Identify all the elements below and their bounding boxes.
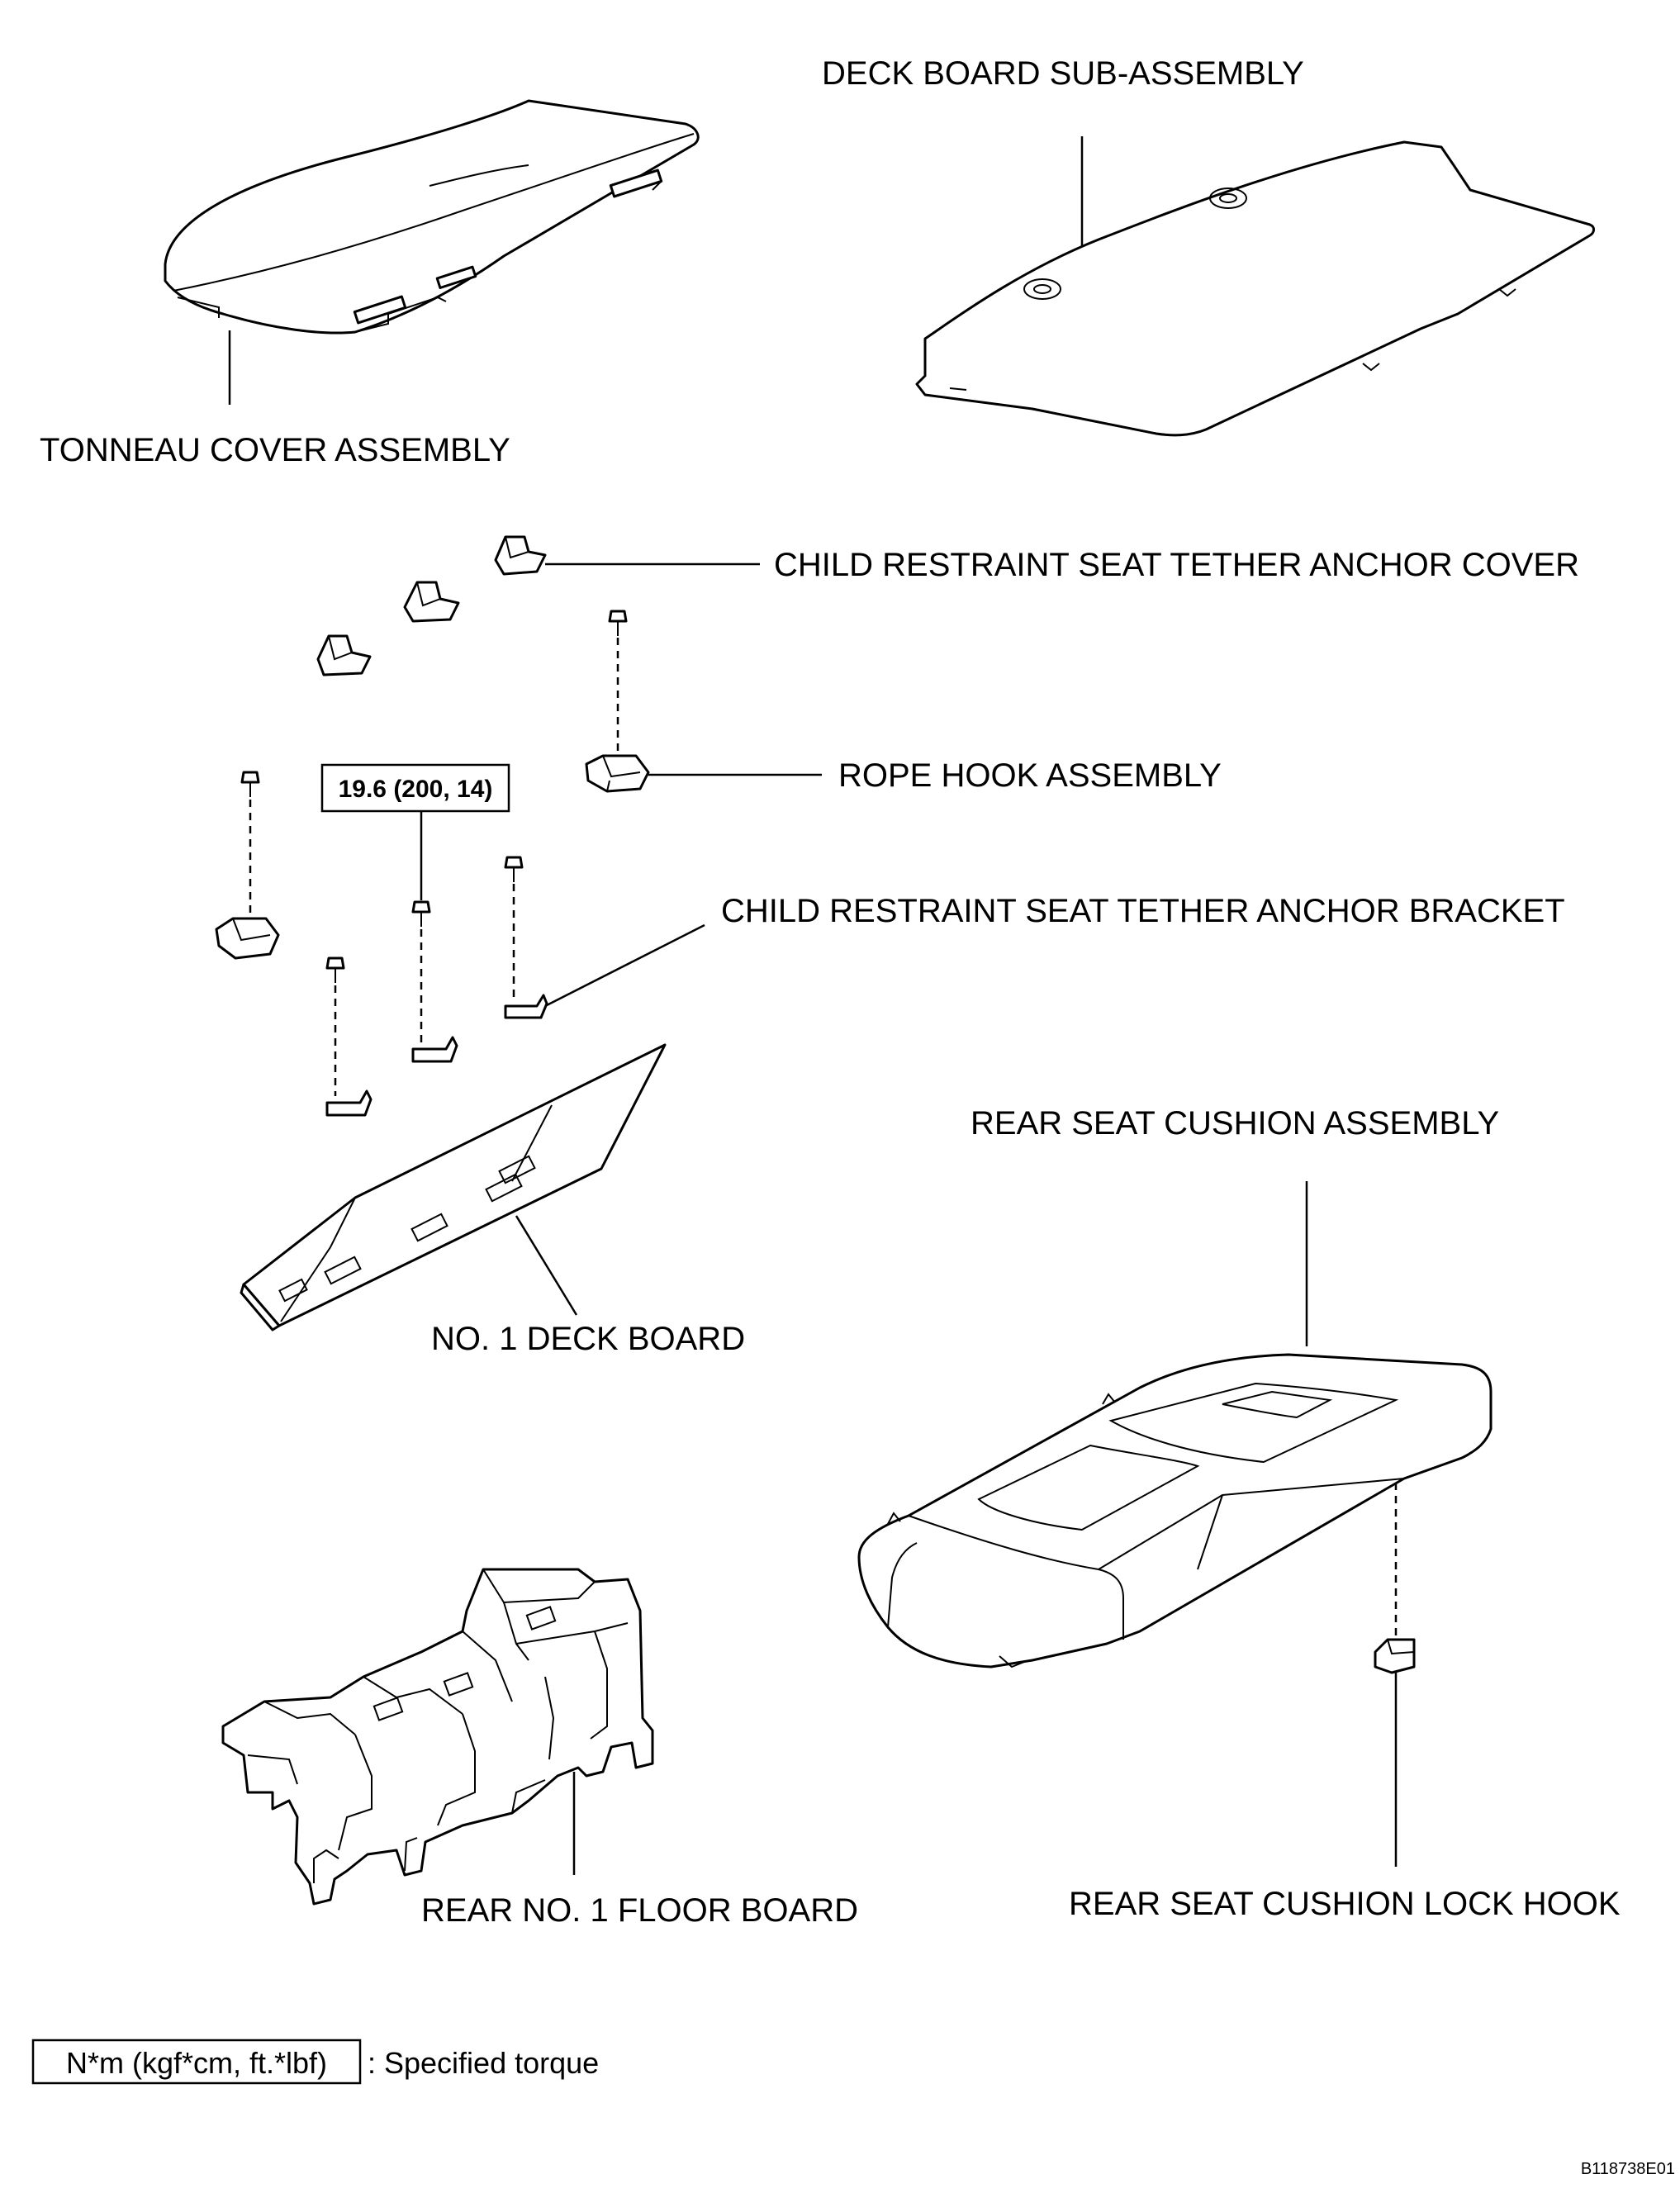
rear-seat-cushion-lock-hook-label: REAR SEAT CUSHION LOCK HOOK — [1069, 1886, 1621, 1922]
torque-spec-box — [320, 763, 510, 813]
tether-anchor-bracket-middle — [411, 1036, 458, 1063]
figure-code: B118738E01 — [1581, 2160, 1675, 2178]
tether-anchor-cover-label: CHILD RESTRAINT SEAT TETHER ANCHOR COVER — [774, 547, 1579, 583]
rear-seat-cushion-assembly-label: REAR SEAT CUSHION ASSEMBLY — [971, 1105, 1499, 1142]
rope-hook-assembly-label: ROPE HOOK ASSEMBLY — [838, 757, 1222, 794]
tether-anchor-cover-3 — [316, 634, 372, 676]
tether-anchor-cover-1 — [494, 535, 547, 576]
rope-hook-assembly-right-part — [585, 754, 650, 793]
rope-hook-assembly-left-part — [215, 917, 280, 960]
bolt-icon — [411, 900, 431, 927]
tonneau-cover-label: TONNEAU COVER ASSEMBLY — [40, 432, 510, 468]
rear-seat-cushion-assembly-part — [857, 1353, 1493, 1668]
bolt-icon — [325, 956, 345, 983]
rear-no1-floor-board-label: REAR NO. 1 FLOOR BOARD — [421, 1892, 858, 1929]
bolt-icon — [240, 771, 260, 797]
rear-no1-floor-board-part — [221, 1568, 654, 1906]
deck-board-sub-assembly-label: DECK BOARD SUB-ASSEMBLY — [822, 55, 1304, 92]
legend-unit-text: N*m (kgf*cm, ft.*lbf) — [66, 2046, 327, 2080]
no1-deck-board-label: NO. 1 DECK BOARD — [431, 1321, 745, 1357]
tether-anchor-bracket-right — [504, 994, 548, 1019]
no1-deck-board-part — [240, 1043, 667, 1331]
no1-deck-board-leader — [515, 1215, 578, 1316]
bolt-icon — [608, 610, 628, 636]
tonneau-cover-assembly-part — [164, 99, 700, 335]
bolt-icon — [504, 856, 524, 882]
legend-unit-box — [31, 2039, 362, 2085]
torque-spec-value: 19.6 (200, 14) — [339, 776, 493, 803]
tether-anchor-bracket-label: CHILD RESTRAINT SEAT TETHER ANCHOR BRACK… — [721, 893, 1565, 929]
rear-seat-cushion-lock-hook-part — [1374, 1638, 1416, 1674]
deck-board-sub-assembly-part — [915, 140, 1595, 437]
legend-description: : Specified torque — [368, 2046, 599, 2080]
tether-anchor-cover-2 — [403, 581, 460, 623]
tether-anchor-bracket-leader — [544, 923, 705, 1008]
tether-anchor-bracket-left — [325, 1089, 373, 1117]
